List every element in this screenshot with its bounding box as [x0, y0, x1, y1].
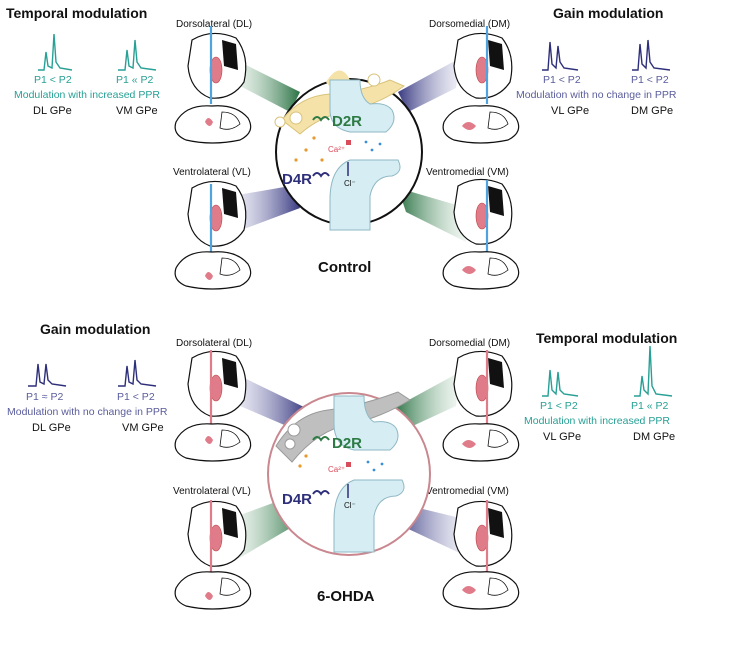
slice-vl-control	[187, 180, 247, 252]
beam-dl-lesion	[232, 372, 306, 430]
trace-dl-control	[38, 33, 73, 71]
ppr-desc-left-lesion: Modulation with no change in PPR	[7, 406, 168, 418]
slice-dl-control	[187, 26, 247, 104]
gpe-vl-lesion: VL GPe	[543, 431, 581, 443]
trace-dl-lesion	[28, 363, 67, 387]
ca-label-control: Ca²⁺	[328, 145, 345, 154]
ppr-desc-left-control: Modulation with increased PPR	[14, 89, 160, 101]
ppr-vm-control: P1 « P2	[116, 74, 154, 86]
sagittal-vl-lesion	[174, 571, 252, 610]
slice-dl-lesion	[187, 350, 247, 424]
gpe-vm-lesion: VM GPe	[122, 422, 164, 434]
region-dm-lesion: Dorsomedial (DM)	[429, 338, 510, 349]
beam-dm-control	[398, 58, 460, 112]
slice-dm-lesion	[453, 350, 513, 424]
control-panel: Temporal modulation Gain modulation P1 <…	[6, 5, 677, 290]
region-dl-lesion: Dorsolateral (DL)	[176, 338, 252, 349]
sagittal-dl-control	[174, 105, 252, 144]
region-vm-lesion: Ventromedial (VM)	[426, 486, 509, 497]
synapse-lesion: D2R D4R Ca²⁺ Cl⁻	[267, 391, 431, 556]
beam-vm-control	[398, 188, 466, 242]
ppr-dm-lesion: P1 « P2	[631, 400, 669, 412]
trace-vm-lesion	[118, 359, 157, 387]
ppr-desc-right-lesion: Modulation with increased PPR	[524, 415, 670, 427]
ppr-dl-lesion: P1 ≈ P2	[26, 391, 63, 403]
condition-label-control: Control	[318, 259, 371, 276]
heading-right-control: Gain modulation	[553, 5, 663, 21]
region-vm-control: Ventromedial (VM)	[426, 167, 509, 178]
d4r-label-control: D4R	[282, 171, 312, 188]
slice-dm-control	[453, 26, 513, 104]
sagittal-dm-lesion	[442, 423, 520, 462]
region-vl-control: Ventrolateral (VL)	[173, 167, 251, 178]
trace-dm-lesion	[634, 345, 673, 397]
gpe-dm-control: DM GPe	[631, 105, 673, 117]
ppr-vl-lesion: P1 < P2	[540, 400, 578, 412]
slice-vm-lesion	[453, 500, 513, 572]
trace-vm-control	[118, 39, 157, 71]
cl-label-control: Cl⁻	[344, 179, 356, 188]
heading-left-lesion: Gain modulation	[40, 321, 150, 337]
ppr-dl-control: P1 < P2	[34, 74, 72, 86]
sagittal-dm-control	[442, 105, 520, 144]
d2r-label-lesion: D2R	[332, 435, 362, 452]
sagittal-dl-lesion	[174, 423, 252, 462]
slice-vl-lesion	[187, 500, 247, 572]
slice-vm-control	[453, 178, 513, 252]
ppr-vm-lesion: P1 < P2	[117, 391, 155, 403]
gpe-dl-control: DL GPe	[33, 105, 72, 117]
trace-vl-control	[542, 41, 579, 71]
sagittal-vm-control	[442, 251, 520, 290]
d4r-label-lesion: D4R	[282, 491, 312, 508]
heading-right-lesion: Temporal modulation	[536, 330, 677, 346]
beam-vl-control	[232, 186, 300, 232]
synapse-control: D2R D4R Ca²⁺ Cl⁻	[274, 70, 423, 231]
region-dm-control: Dorsomedial (DM)	[429, 19, 510, 30]
ppr-dm-control: P1 < P2	[631, 74, 669, 86]
gpe-dm-lesion: DM GPe	[633, 431, 675, 443]
ppr-desc-right-control: Modulation with no change in PPR	[516, 89, 677, 101]
ca-label-lesion: Ca²⁺	[328, 465, 345, 474]
gpe-vl-control: VL GPe	[551, 105, 589, 117]
d2r-label-control: D2R	[332, 113, 362, 130]
ppr-vl-control: P1 < P2	[543, 74, 581, 86]
condition-label-lesion: 6-OHDA	[317, 588, 375, 605]
gpe-vm-control: VM GPe	[116, 105, 158, 117]
gpe-dl-lesion: DL GPe	[32, 422, 71, 434]
trace-dm-control	[632, 39, 671, 71]
region-dl-control: Dorsolateral (DL)	[176, 19, 252, 30]
beam-dl-control	[232, 58, 300, 112]
beam-dm-lesion	[394, 372, 460, 430]
region-vl-lesion: Ventrolateral (VL)	[173, 486, 251, 497]
cl-label-lesion: Cl⁻	[344, 501, 356, 510]
sagittal-vl-control	[174, 251, 252, 290]
trace-vl-lesion	[542, 369, 579, 397]
sagittal-vm-lesion	[442, 571, 520, 610]
heading-left-control: Temporal modulation	[6, 5, 147, 21]
lesion-panel: Gain modulation Temporal modulation P1 ≈…	[7, 321, 677, 610]
